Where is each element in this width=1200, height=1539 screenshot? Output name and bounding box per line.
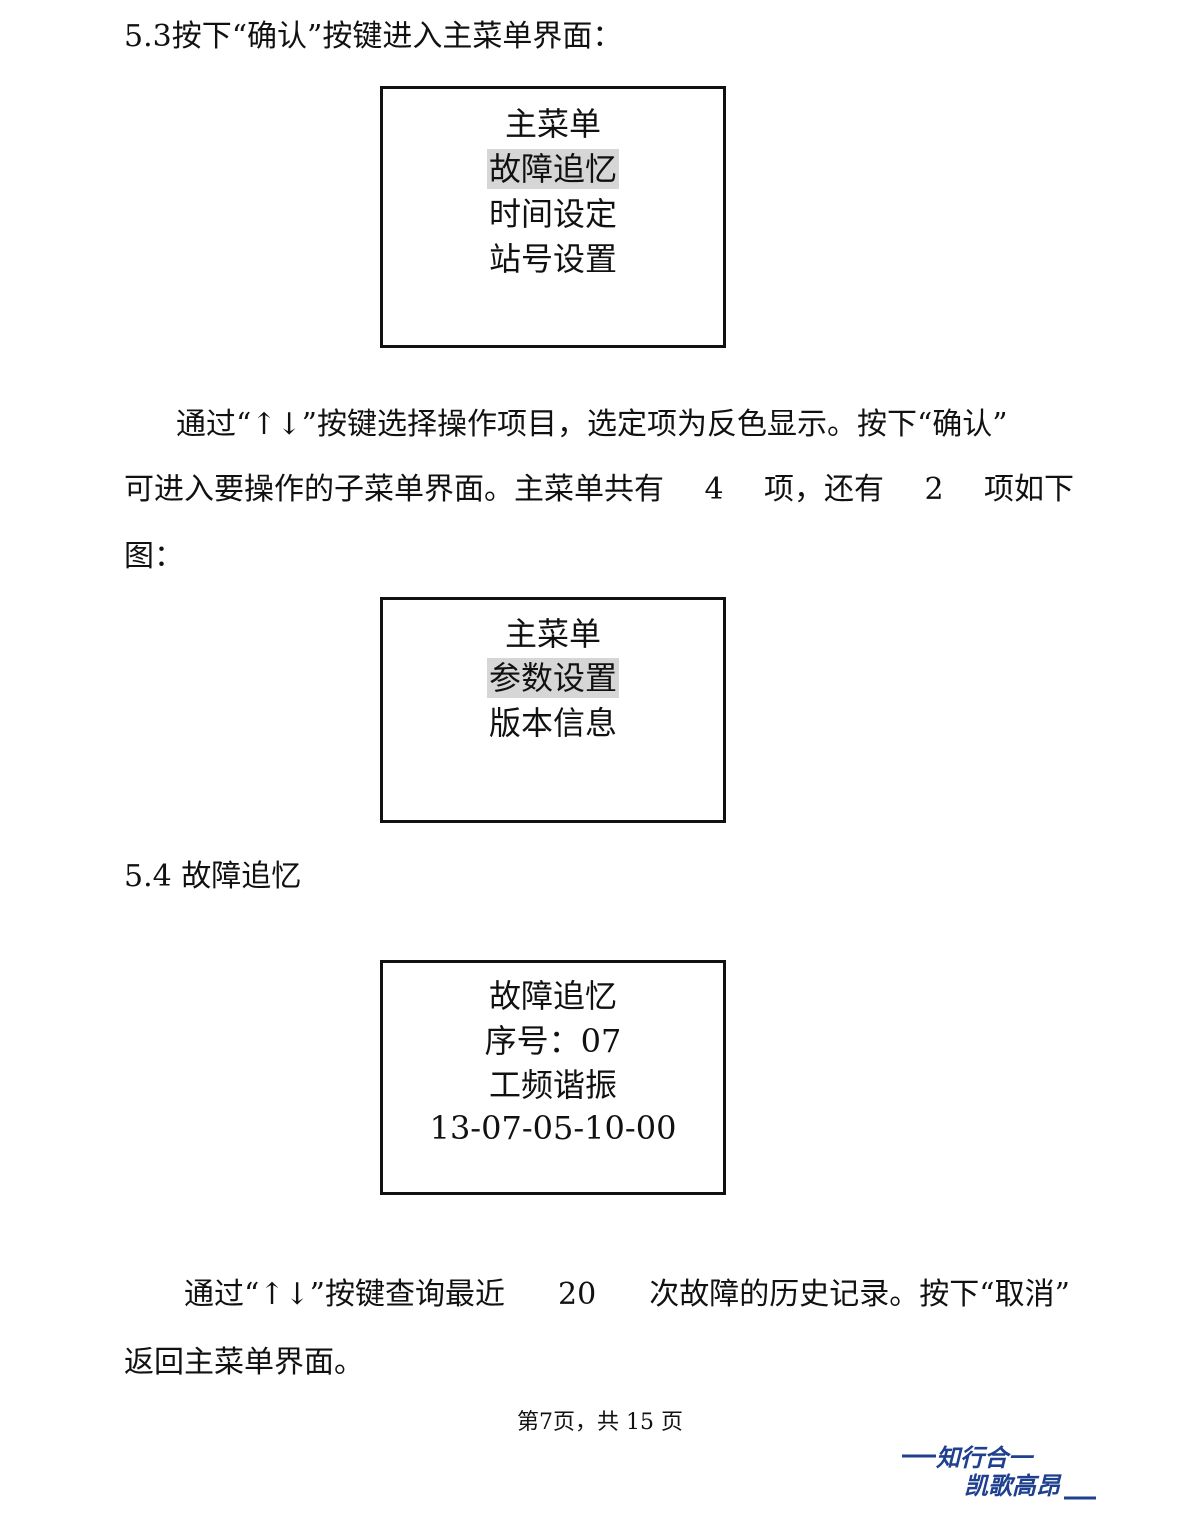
main-menu-screen-1: 主菜单 故障追忆 时间设定 站号设置 <box>380 86 726 348</box>
section-5-3-heading: 5.3按下“确认”按键进入主菜单界面： <box>124 19 623 54</box>
menu-item-fault-recall[interactable]: 故障追忆 <box>383 149 723 189</box>
fault-timestamp: 13-07-05-10-00 <box>429 1109 677 1147</box>
page-number: 第7页，共 15 页 <box>517 1410 683 1435</box>
menu-item-station-number[interactable]: 站号设置 <box>488 240 617 278</box>
menu-item-label-selected: 参数设置 <box>486 658 619 698</box>
menu-item-time-setting[interactable]: 时间设定 <box>488 195 617 233</box>
slogan-line-2: 凯歌高昂 <box>964 1473 1062 1500</box>
menu-title: 主菜单 <box>504 615 601 653</box>
menu-item-version-info[interactable]: 版本信息 <box>488 704 617 742</box>
para2-line2: 返回主菜单界面。 <box>124 1345 364 1380</box>
company-slogan-logo: 知行合一 凯歌高昂 <box>902 1445 1096 1500</box>
main-menu-screen-2: 主菜单 参数设置 版本信息 <box>380 597 726 823</box>
fault-sequence-number: 序号：07 <box>484 1022 622 1060</box>
fault-screen-title: 故障追忆 <box>488 977 617 1015</box>
fault-recall-screen: 故障追忆 序号：07 工频谐振 13-07-05-10-00 <box>380 960 726 1195</box>
para1-line1: 通过“↑↓”按键选择操作项目，选定项为反色显示。按下“确认” <box>176 407 1008 442</box>
section-5-4-heading: 5.4 故障追忆 <box>124 859 302 894</box>
menu-item-parameter-setting[interactable]: 参数设置 <box>383 658 723 698</box>
para2-line1: 通过“↑↓”按键查询最近 20 次故障的历史记录。按下“取消” <box>184 1277 1070 1312</box>
menu-title: 主菜单 <box>504 105 601 143</box>
para1-line3: 图： <box>124 539 184 574</box>
menu-item-label-selected: 故障追忆 <box>486 149 619 189</box>
slogan-line-1: 知行合一 <box>935 1445 1035 1472</box>
para1-line2: 可进入要操作的子菜单界面。主菜单共有 4 项，还有 2 项如下 <box>124 472 1074 507</box>
fault-type: 工频谐振 <box>488 1066 617 1104</box>
